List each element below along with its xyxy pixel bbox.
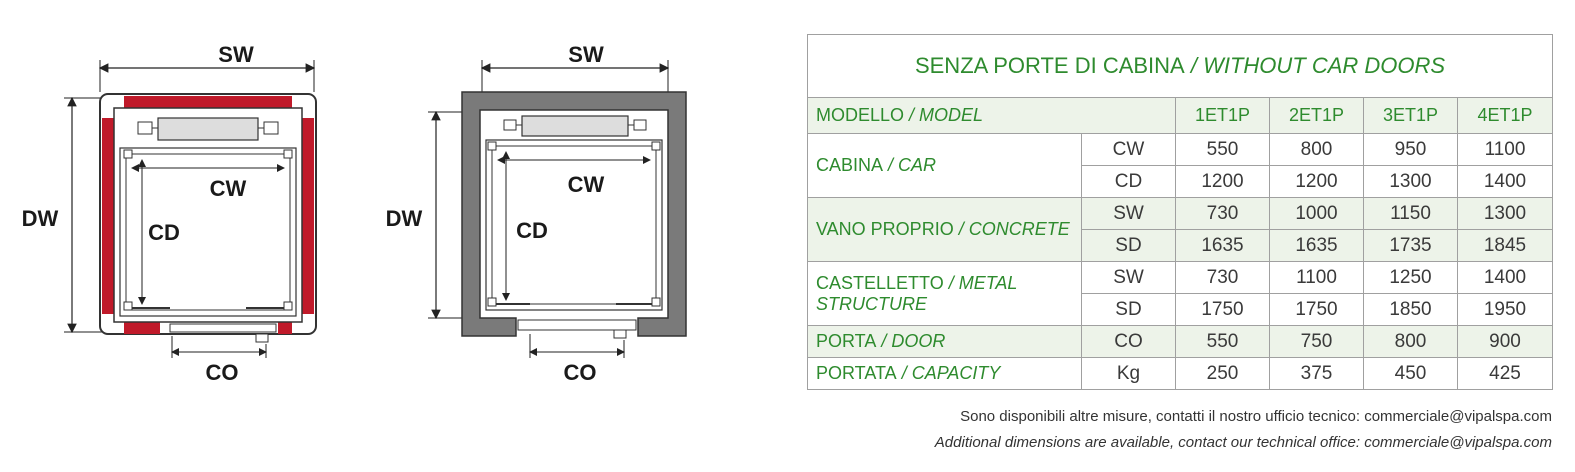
concrete-walls [461,91,687,337]
value-cell: 250 [1175,357,1270,390]
model-3ET1P: 3ET1P [1363,97,1458,134]
model-1ET1P: 1ET1P [1175,97,1270,134]
row-label: PORTATA / CAPACITY [807,357,1082,390]
value-cell: 1200 [1269,165,1364,198]
row-label: PORTA / DOOR [807,325,1082,358]
table-title-it: SENZA PORTE DI CABINA [914,53,1185,78]
table-title-row: SENZA PORTE DI CABINA / WITHOUT CAR DOOR… [806,34,1554,98]
note-english: Additional dimensions are available, con… [934,434,1552,451]
row-label: CABINA / CAR [807,133,1082,198]
car-outline [119,147,297,317]
shaft-diagram-concrete-svg: SW DW CW CD CO [386,42,687,385]
car-outline [485,139,663,311]
value-cell: 1750 [1269,293,1364,326]
dw-label: DW [386,206,423,231]
value-cell: 800 [1269,133,1364,166]
value-cell: 1635 [1175,229,1270,262]
dimension-code: CW [1081,133,1176,166]
sw-label: SW [568,42,604,67]
value-cell: 1300 [1456,197,1554,230]
value-cell: 800 [1363,325,1458,358]
value-cell: 1400 [1456,261,1554,294]
value-cell: 375 [1269,357,1364,390]
value-cell: 1635 [1269,229,1364,262]
value-cell: 550 [1175,133,1270,166]
value-cell: 750 [1269,325,1364,358]
co-label: CO [206,360,239,385]
cw-label: CW [568,172,605,197]
dimension-code: CO [1081,325,1176,358]
value-cell: 730 [1175,197,1270,230]
cd-label: CD [148,220,180,245]
value-cell: 1100 [1269,261,1364,294]
model-header-row: MODELLO / MODEL 1ET1P 2ET1P 3ET1P 4ET1P [807,97,1554,134]
cw-label: CW [210,176,247,201]
co-label: CO [564,360,597,385]
model-2ET1P: 2ET1P [1269,97,1364,134]
note-italian: Sono disponibili altre misure, contatti … [960,408,1552,425]
dimensions-table: SENZA PORTE DI CABINA / WITHOUT CAR DOOR… [806,34,1554,390]
dimension-code: Kg [1081,357,1176,390]
value-cell: 1000 [1269,197,1364,230]
value-cell: 1250 [1363,261,1458,294]
value-cell: 1300 [1363,165,1458,198]
value-cell: 1845 [1456,229,1554,262]
model-header: MODELLO / MODEL [807,97,1176,134]
sw-label: SW [218,42,254,67]
cd-label: CD [516,218,548,243]
counterweight [157,117,259,141]
value-cell: 1100 [1456,133,1554,166]
dw-label: DW [22,206,59,231]
row-label: CASTELLETTO / METAL STRUCTURE [807,261,1082,326]
value-cell: 730 [1175,261,1270,294]
value-cell: 550 [1175,325,1270,358]
model-4ET1P: 4ET1P [1456,97,1554,134]
value-cell: 1850 [1363,293,1458,326]
value-cell: 900 [1456,325,1554,358]
shaft-diagram-metal: SW DW CW CD CO [0,0,380,400]
counterweight [521,115,629,137]
table-title: SENZA PORTE DI CABINA / WITHOUT CAR DOOR… [806,34,1554,98]
dimension-code: CD [1081,165,1176,198]
value-cell: 450 [1363,357,1458,390]
dimension-code: SD [1081,229,1176,262]
shaft-diagram-metal-svg: SW DW CW CD CO [22,42,317,385]
value-cell: 1750 [1175,293,1270,326]
value-cell: 1400 [1456,165,1554,198]
metal-structure-walls [102,96,314,334]
row-label: VANO PROPRIO / CONCRETE [807,197,1082,262]
value-cell: 425 [1456,357,1554,390]
value-cell: 950 [1363,133,1458,166]
table-title-en: / WITHOUT CAR DOORS [1184,53,1446,78]
dimension-code: SW [1081,261,1176,294]
value-cell: 1200 [1175,165,1270,198]
dimension-code: SW [1081,197,1176,230]
value-cell: 1150 [1363,197,1458,230]
value-cell: 1735 [1363,229,1458,262]
dimension-code: SD [1081,293,1176,326]
shaft-diagram-concrete: SW DW CW CD CO [380,0,710,400]
value-cell: 1950 [1456,293,1554,326]
